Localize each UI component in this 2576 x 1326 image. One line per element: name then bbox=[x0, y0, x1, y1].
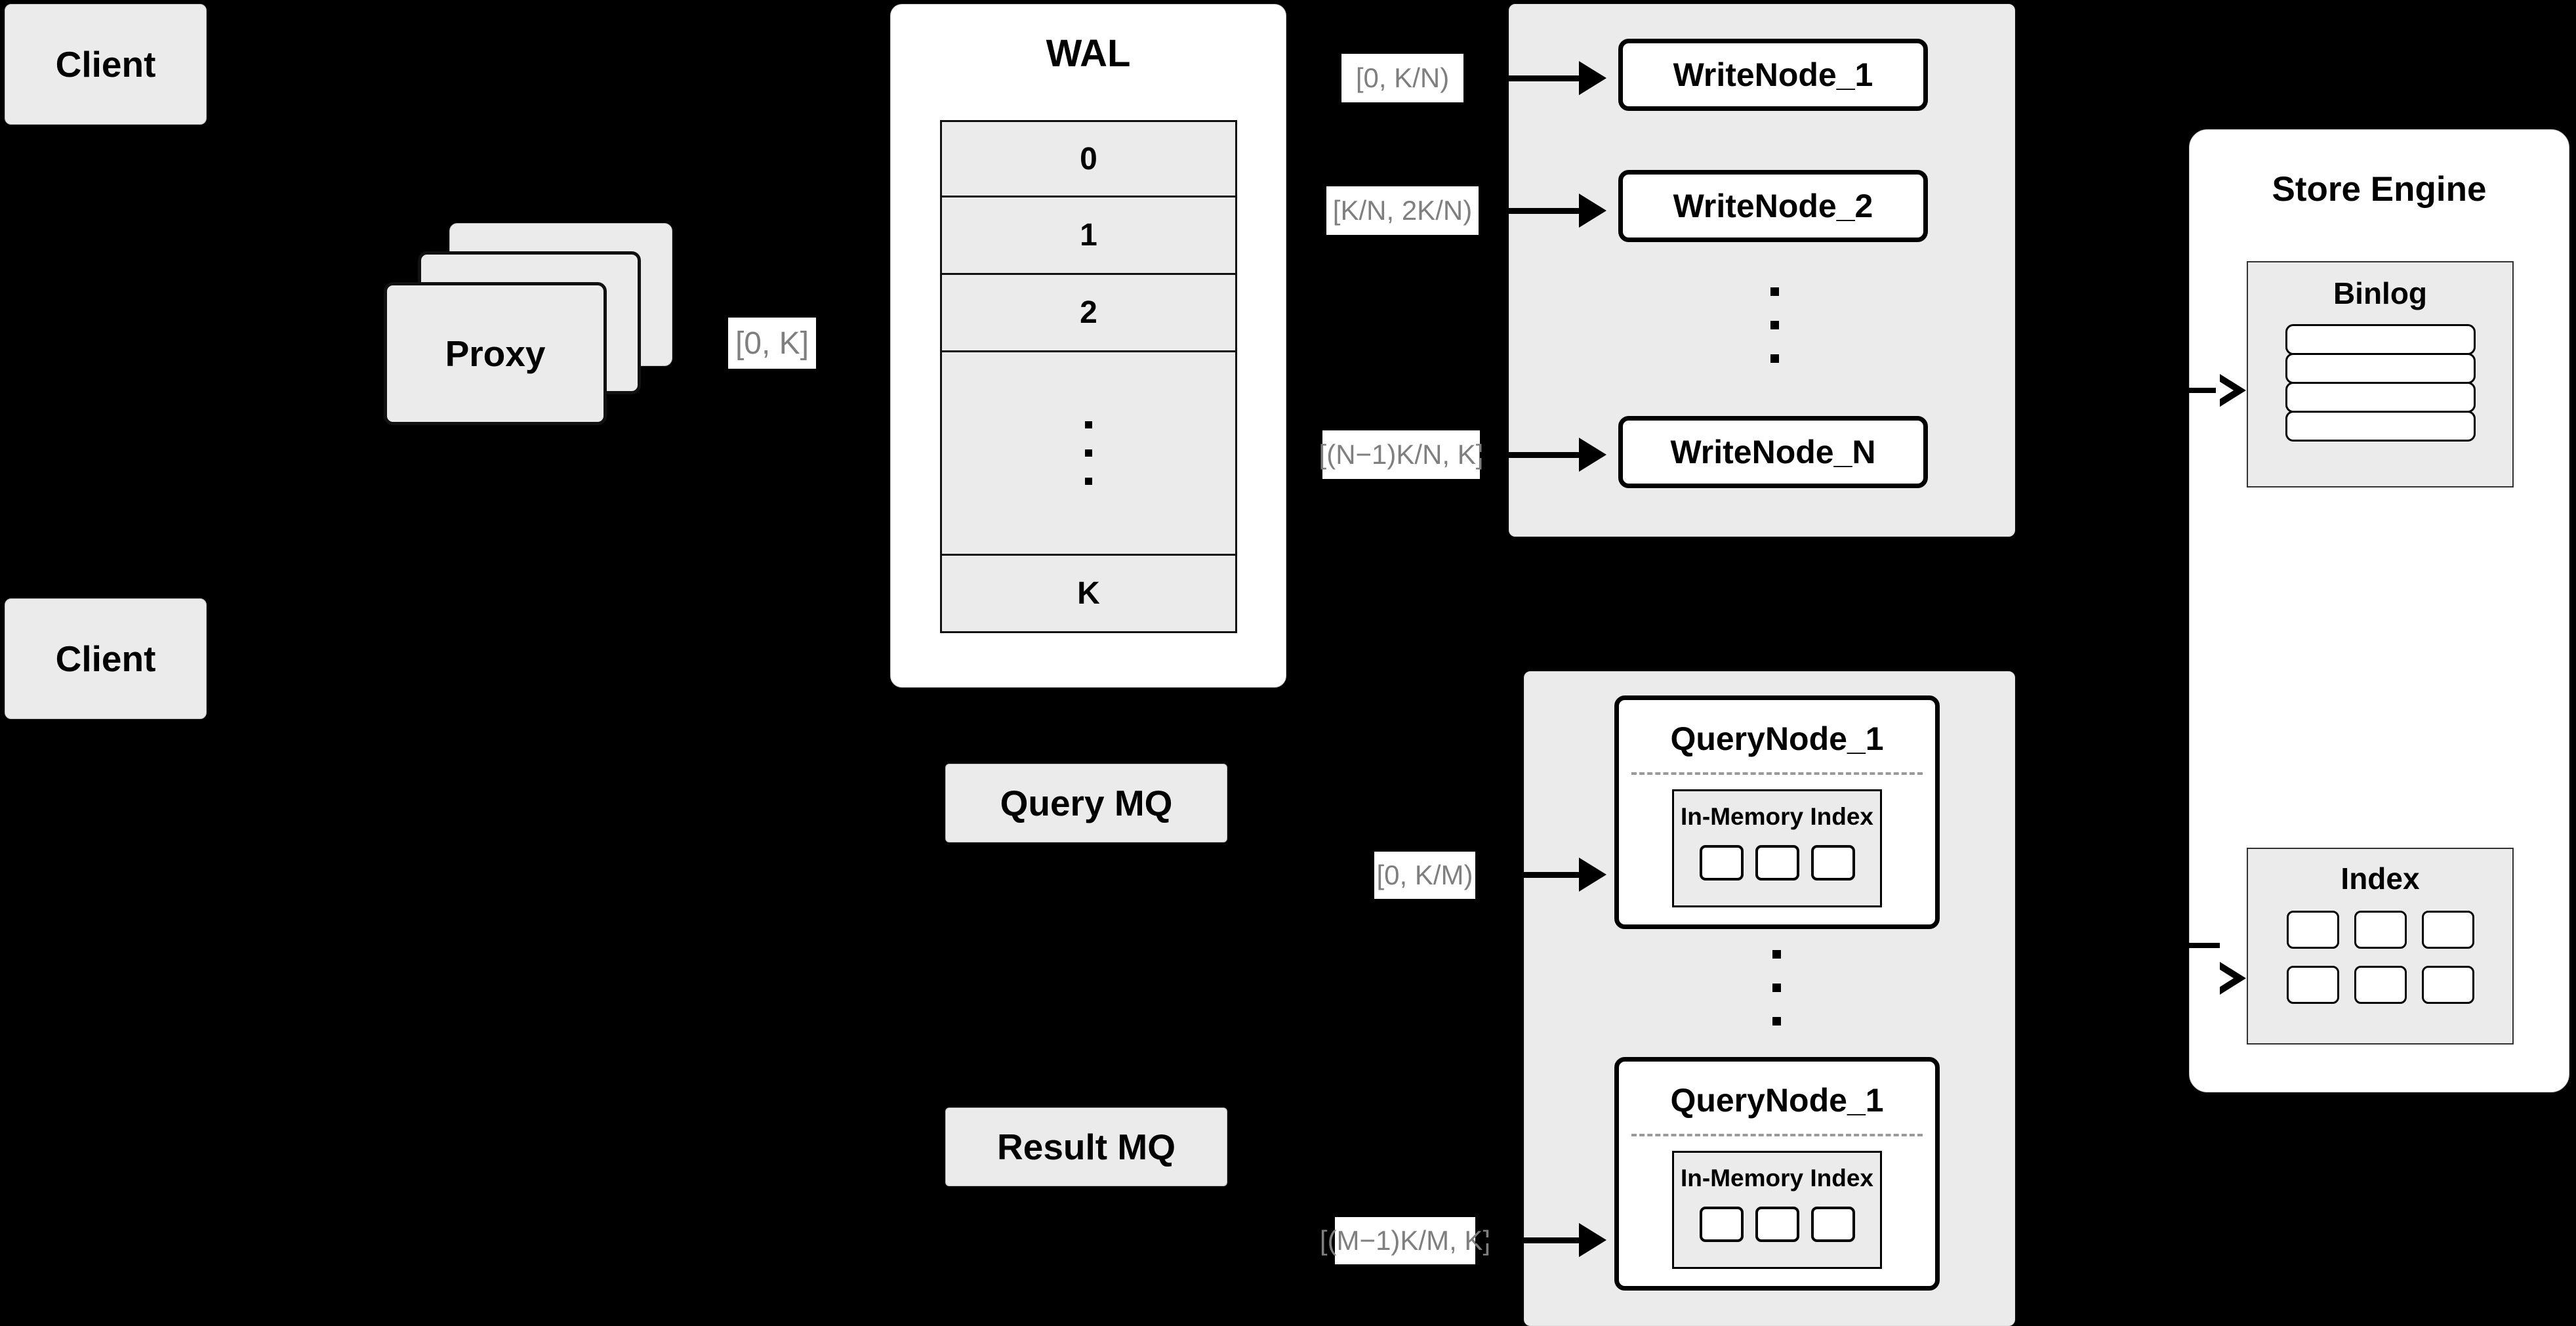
write-node-n-arrow-head bbox=[1579, 438, 1606, 472]
client-box-2[interactable]: Client bbox=[5, 598, 207, 719]
client-label-2: Client bbox=[55, 638, 156, 679]
index-chip bbox=[1810, 1207, 1855, 1242]
ellipsis-dot bbox=[1085, 478, 1092, 485]
write-node-n-arrow-line bbox=[1480, 452, 1579, 458]
wal-row-last: K bbox=[940, 556, 1237, 633]
index-chip bbox=[2354, 966, 2407, 1004]
client-box-1[interactable]: Client bbox=[5, 4, 207, 125]
query-mq-box[interactable]: Query MQ bbox=[945, 764, 1227, 842]
query-node-2-divider bbox=[1631, 1134, 1923, 1136]
index-chip bbox=[1755, 1207, 1799, 1242]
query-node-2-range-label: [(M−1)K/M, K] bbox=[1320, 1217, 1490, 1264]
query-node-1-divider bbox=[1631, 772, 1923, 775]
store-engine-title: Store Engine bbox=[2272, 170, 2487, 209]
index-chip bbox=[2286, 966, 2339, 1004]
in-memory-index-panel-2: In-Memory Index bbox=[1672, 1151, 1882, 1269]
binlog-arrow-line bbox=[2181, 388, 2220, 393]
ellipsis-dot bbox=[1772, 949, 1781, 959]
index-chip bbox=[2421, 966, 2474, 1004]
write-node-1-arrow-head bbox=[1579, 61, 1606, 95]
index-chip bbox=[2354, 911, 2407, 949]
ellipsis-dot bbox=[1772, 1016, 1781, 1026]
write-node-2[interactable]: WriteNode_2 bbox=[1618, 170, 1928, 242]
index-chip bbox=[2286, 911, 2339, 949]
write-node-2-arrow-line bbox=[1479, 208, 1579, 214]
write-node-2-arrow-head bbox=[1579, 194, 1606, 228]
proxy-wal-range-label: [0, K] bbox=[728, 318, 816, 369]
ellipsis-dot bbox=[1770, 320, 1779, 329]
write-cluster-ellipsis bbox=[1765, 276, 1784, 374]
write-node-n[interactable]: WriteNode_N bbox=[1618, 416, 1928, 488]
wal-ellipsis bbox=[940, 352, 1237, 556]
index-chip bbox=[1755, 845, 1799, 881]
write-node-n-range-label: [(N−1)K/N, K] bbox=[1319, 430, 1483, 479]
write-node-1-range-label: [0, K/N) bbox=[1341, 54, 1463, 102]
query-cluster-ellipsis bbox=[1767, 935, 1786, 1040]
wal-row: 2 bbox=[940, 275, 1237, 352]
binlog-entry bbox=[2285, 353, 2476, 384]
query-node-2-arrow-line bbox=[1475, 1237, 1579, 1243]
in-memory-index-label-2: In-Memory Index bbox=[1681, 1165, 1873, 1191]
wal-row: 0 bbox=[940, 120, 1237, 197]
index-arrow-line bbox=[2181, 943, 2220, 948]
query-node-1[interactable]: QueryNode_1 In-Memory Index bbox=[1614, 695, 1940, 929]
index-chip bbox=[1810, 845, 1855, 881]
ellipsis-dot bbox=[1772, 983, 1781, 992]
query-node-2-label: QueryNode_1 bbox=[1670, 1082, 1884, 1119]
wal-row: 1 bbox=[940, 197, 1237, 275]
wal-row-stack: 0 1 2 K bbox=[940, 120, 1237, 633]
in-memory-index-panel-1: In-Memory Index bbox=[1672, 789, 1882, 907]
query-node-2-arrow-head bbox=[1579, 1223, 1606, 1257]
proxy-box[interactable]: Proxy bbox=[384, 282, 607, 425]
query-node-1-arrow-line bbox=[1475, 872, 1579, 878]
ellipsis-dot bbox=[1085, 449, 1092, 457]
index-arrow-head bbox=[2216, 962, 2246, 995]
write-node-1[interactable]: WriteNode_1 bbox=[1618, 39, 1928, 111]
binlog-panel: Binlog bbox=[2247, 261, 2514, 487]
binlog-entry bbox=[2285, 324, 2476, 355]
ellipsis-dot bbox=[1770, 354, 1779, 363]
ellipsis-dot bbox=[1085, 421, 1092, 428]
binlog-arrow-head bbox=[2216, 374, 2246, 407]
write-node-1-arrow-line bbox=[1463, 75, 1579, 81]
index-title: Index bbox=[2341, 861, 2420, 896]
binlog-entry bbox=[2285, 411, 2476, 442]
proxy-label: Proxy bbox=[445, 333, 546, 374]
query-node-1-range-label: [0, K/M) bbox=[1374, 852, 1475, 899]
in-memory-index-label-1: In-Memory Index bbox=[1681, 803, 1873, 830]
query-node-1-arrow-head bbox=[1579, 858, 1606, 892]
client-label-1: Client bbox=[55, 44, 156, 85]
index-chip bbox=[1699, 1207, 1744, 1242]
wal-title: WAL bbox=[1046, 32, 1131, 75]
binlog-title: Binlog bbox=[2333, 276, 2428, 310]
write-node-2-range-label: [K/N, 2K/N) bbox=[1326, 186, 1479, 235]
index-panel: Index bbox=[2247, 848, 2514, 1045]
index-chip bbox=[1699, 845, 1744, 881]
ellipsis-dot bbox=[1770, 287, 1779, 296]
query-node-2[interactable]: QueryNode_1 In-Memory Index bbox=[1614, 1057, 1940, 1291]
binlog-entry bbox=[2285, 382, 2476, 413]
query-node-1-label: QueryNode_1 bbox=[1670, 720, 1884, 757]
index-chip bbox=[2421, 911, 2474, 949]
result-mq-box[interactable]: Result MQ bbox=[945, 1108, 1227, 1186]
